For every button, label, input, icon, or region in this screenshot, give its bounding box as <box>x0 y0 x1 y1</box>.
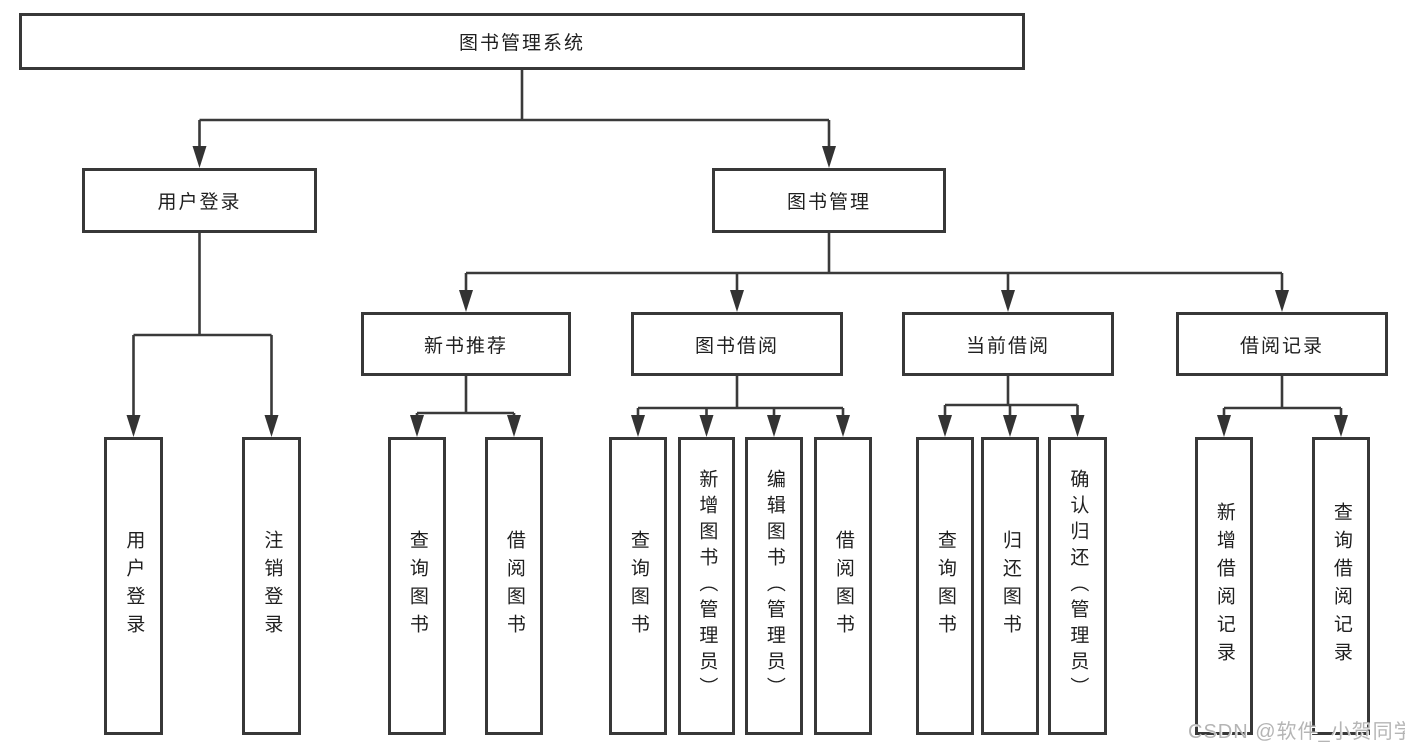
connector-bookmgmt-to-level3 <box>464 233 1284 294</box>
node-root-label: 图书管理系统 <box>458 33 585 54</box>
node-user-login-label: 用户登录 <box>157 192 242 213</box>
leaf-logout-login: 注销登录 <box>242 437 301 735</box>
node-borrowing-records-label: 借阅记录 <box>1239 335 1324 357</box>
node-new-book-recommend-label: 新书推荐 <box>423 335 508 357</box>
leaf-query-borrow-record: 查询借阅记录 <box>1312 437 1370 735</box>
node-current-borrowing-label: 当前借阅 <box>965 335 1050 357</box>
leaf-query-book-current-label: 查询图书 <box>934 530 956 642</box>
node-book-borrowing: 图书借阅 <box>631 312 843 376</box>
node-book-management-label: 图书管理 <box>786 192 871 213</box>
leaf-return-book-label: 归还图书 <box>999 530 1021 642</box>
connector-borrowrecord-to-leaves <box>1222 376 1343 421</box>
node-borrowing-records: 借阅记录 <box>1176 312 1388 376</box>
node-book-management: 图书管理 <box>712 168 946 233</box>
leaf-user-login: 用户登录 <box>104 437 163 735</box>
leaf-confirm-return-admin-label: 确认归还（管理员） <box>1067 469 1089 703</box>
leaf-query-book-recommend: 查询图书 <box>388 437 446 735</box>
leaf-return-book: 归还图书 <box>981 437 1039 735</box>
connector-currentborrow-to-leaves <box>943 376 1079 421</box>
leaf-logout-login-label: 注销登录 <box>261 530 283 642</box>
leaf-query-borrow-record-label: 查询借阅记录 <box>1330 502 1352 670</box>
leaf-user-login-label: 用户登录 <box>123 530 145 642</box>
connector-newbook-to-leaves <box>415 376 516 421</box>
leaf-add-book-admin-label: 新增图书（管理员） <box>696 469 718 703</box>
connector-root-to-level2 <box>198 70 831 150</box>
leaf-borrow-book-label: 借阅图书 <box>832 530 854 642</box>
leaf-query-book-current: 查询图书 <box>916 437 974 735</box>
node-root-system: 图书管理系统 <box>19 13 1025 70</box>
arrowheads <box>126 146 1348 437</box>
leaf-borrow-book-recommend-label: 借阅图书 <box>503 530 525 642</box>
leaf-edit-book-admin: 编辑图书（管理员） <box>745 437 803 735</box>
leaf-query-book-borrowing-label: 查询图书 <box>627 530 649 642</box>
node-book-borrowing-label: 图书借阅 <box>694 335 779 357</box>
connector-bookborrow-to-leaves <box>636 376 845 421</box>
leaf-confirm-return-admin: 确认归还（管理员） <box>1048 437 1107 735</box>
leaf-borrow-book-recommend: 借阅图书 <box>485 437 543 735</box>
csdn-watermark: CSDN @软件_小贺同学 <box>1188 721 1405 743</box>
leaf-add-book-admin: 新增图书（管理员） <box>678 437 735 735</box>
node-user-login: 用户登录 <box>82 168 317 233</box>
leaf-borrow-book: 借阅图书 <box>814 437 872 735</box>
leaf-add-borrow-record-label: 新增借阅记录 <box>1213 502 1235 670</box>
node-new-book-recommend: 新书推荐 <box>361 312 571 376</box>
leaf-edit-book-admin-label: 编辑图书（管理员） <box>763 469 785 703</box>
connector-userlogin-to-leaves <box>132 233 273 419</box>
leaf-add-borrow-record: 新增借阅记录 <box>1195 437 1253 735</box>
leaf-query-book-recommend-label: 查询图书 <box>406 530 428 642</box>
node-current-borrowing: 当前借阅 <box>902 312 1114 376</box>
leaf-query-book-borrowing: 查询图书 <box>609 437 667 735</box>
